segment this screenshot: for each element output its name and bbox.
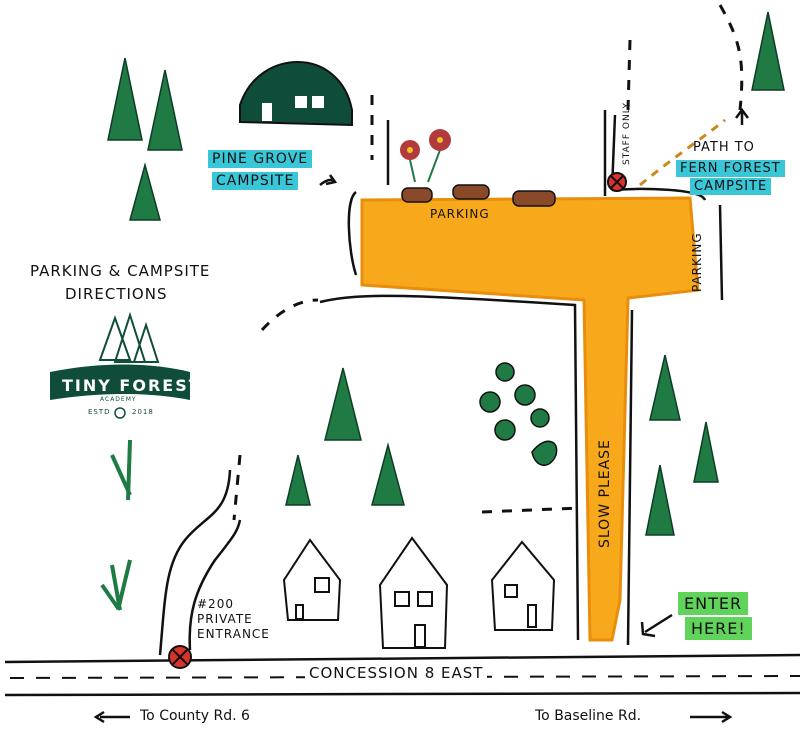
pine-grove-label-1: PINE GROVE (208, 150, 313, 168)
logo-est: ESTD (88, 408, 111, 416)
map-title-line2: DIRECTIONS (65, 285, 168, 303)
logo-name: TINY FOREST (62, 376, 202, 395)
log-icons (401, 184, 556, 207)
fern-path-label-1: PATH TO (693, 140, 755, 155)
pine-tree-icons (107, 11, 785, 536)
map-title-line1: PARKING & CAMPSITE (30, 262, 211, 280)
house-icons (282, 536, 556, 649)
staff-only-label: STAFF ONLY (622, 101, 632, 165)
fern-path-label-2: FERN FOREST (676, 160, 785, 177)
parking-outline (319, 110, 724, 646)
private-entrance-label-3: ENTRANCE (197, 627, 270, 641)
parking-top-label: PARKING (430, 207, 490, 221)
staff-no-entry-icon (607, 172, 627, 192)
no-entry-icon (168, 645, 192, 669)
road-name-label: CONCESSION 8 EAST (305, 664, 488, 682)
private-entrance-label-1: #200 (197, 597, 234, 611)
private-entrance-road (158, 469, 242, 656)
logo-sub: ACADEMY (100, 396, 137, 403)
tiny-forest-logo (50, 311, 190, 419)
enter-here-label-1: ENTER (678, 592, 749, 615)
slow-please-label: SLOW PLEASE (597, 439, 613, 548)
parking-right-label: PARKING (690, 232, 704, 292)
fern-path-label-3: CAMPSITE (690, 178, 772, 195)
pine-grove-hut-icon (239, 60, 353, 127)
parking-lot (360, 196, 700, 642)
to-county-label: To County Rd. 6 (140, 708, 250, 724)
trails (232, 4, 744, 521)
direction-arrows (93, 107, 749, 724)
pine-grove-label-2: CAMPSITE (212, 172, 299, 190)
to-baseline-label: To Baseline Rd. (535, 708, 642, 724)
logo-year: 2018 (132, 408, 154, 416)
fern-trail (639, 118, 726, 187)
flower-icons (400, 129, 451, 183)
private-entrance-label-2: PRIVATE (197, 612, 253, 626)
enter-here-label-2: HERE! (685, 617, 752, 640)
shrub-icons (100, 362, 558, 611)
